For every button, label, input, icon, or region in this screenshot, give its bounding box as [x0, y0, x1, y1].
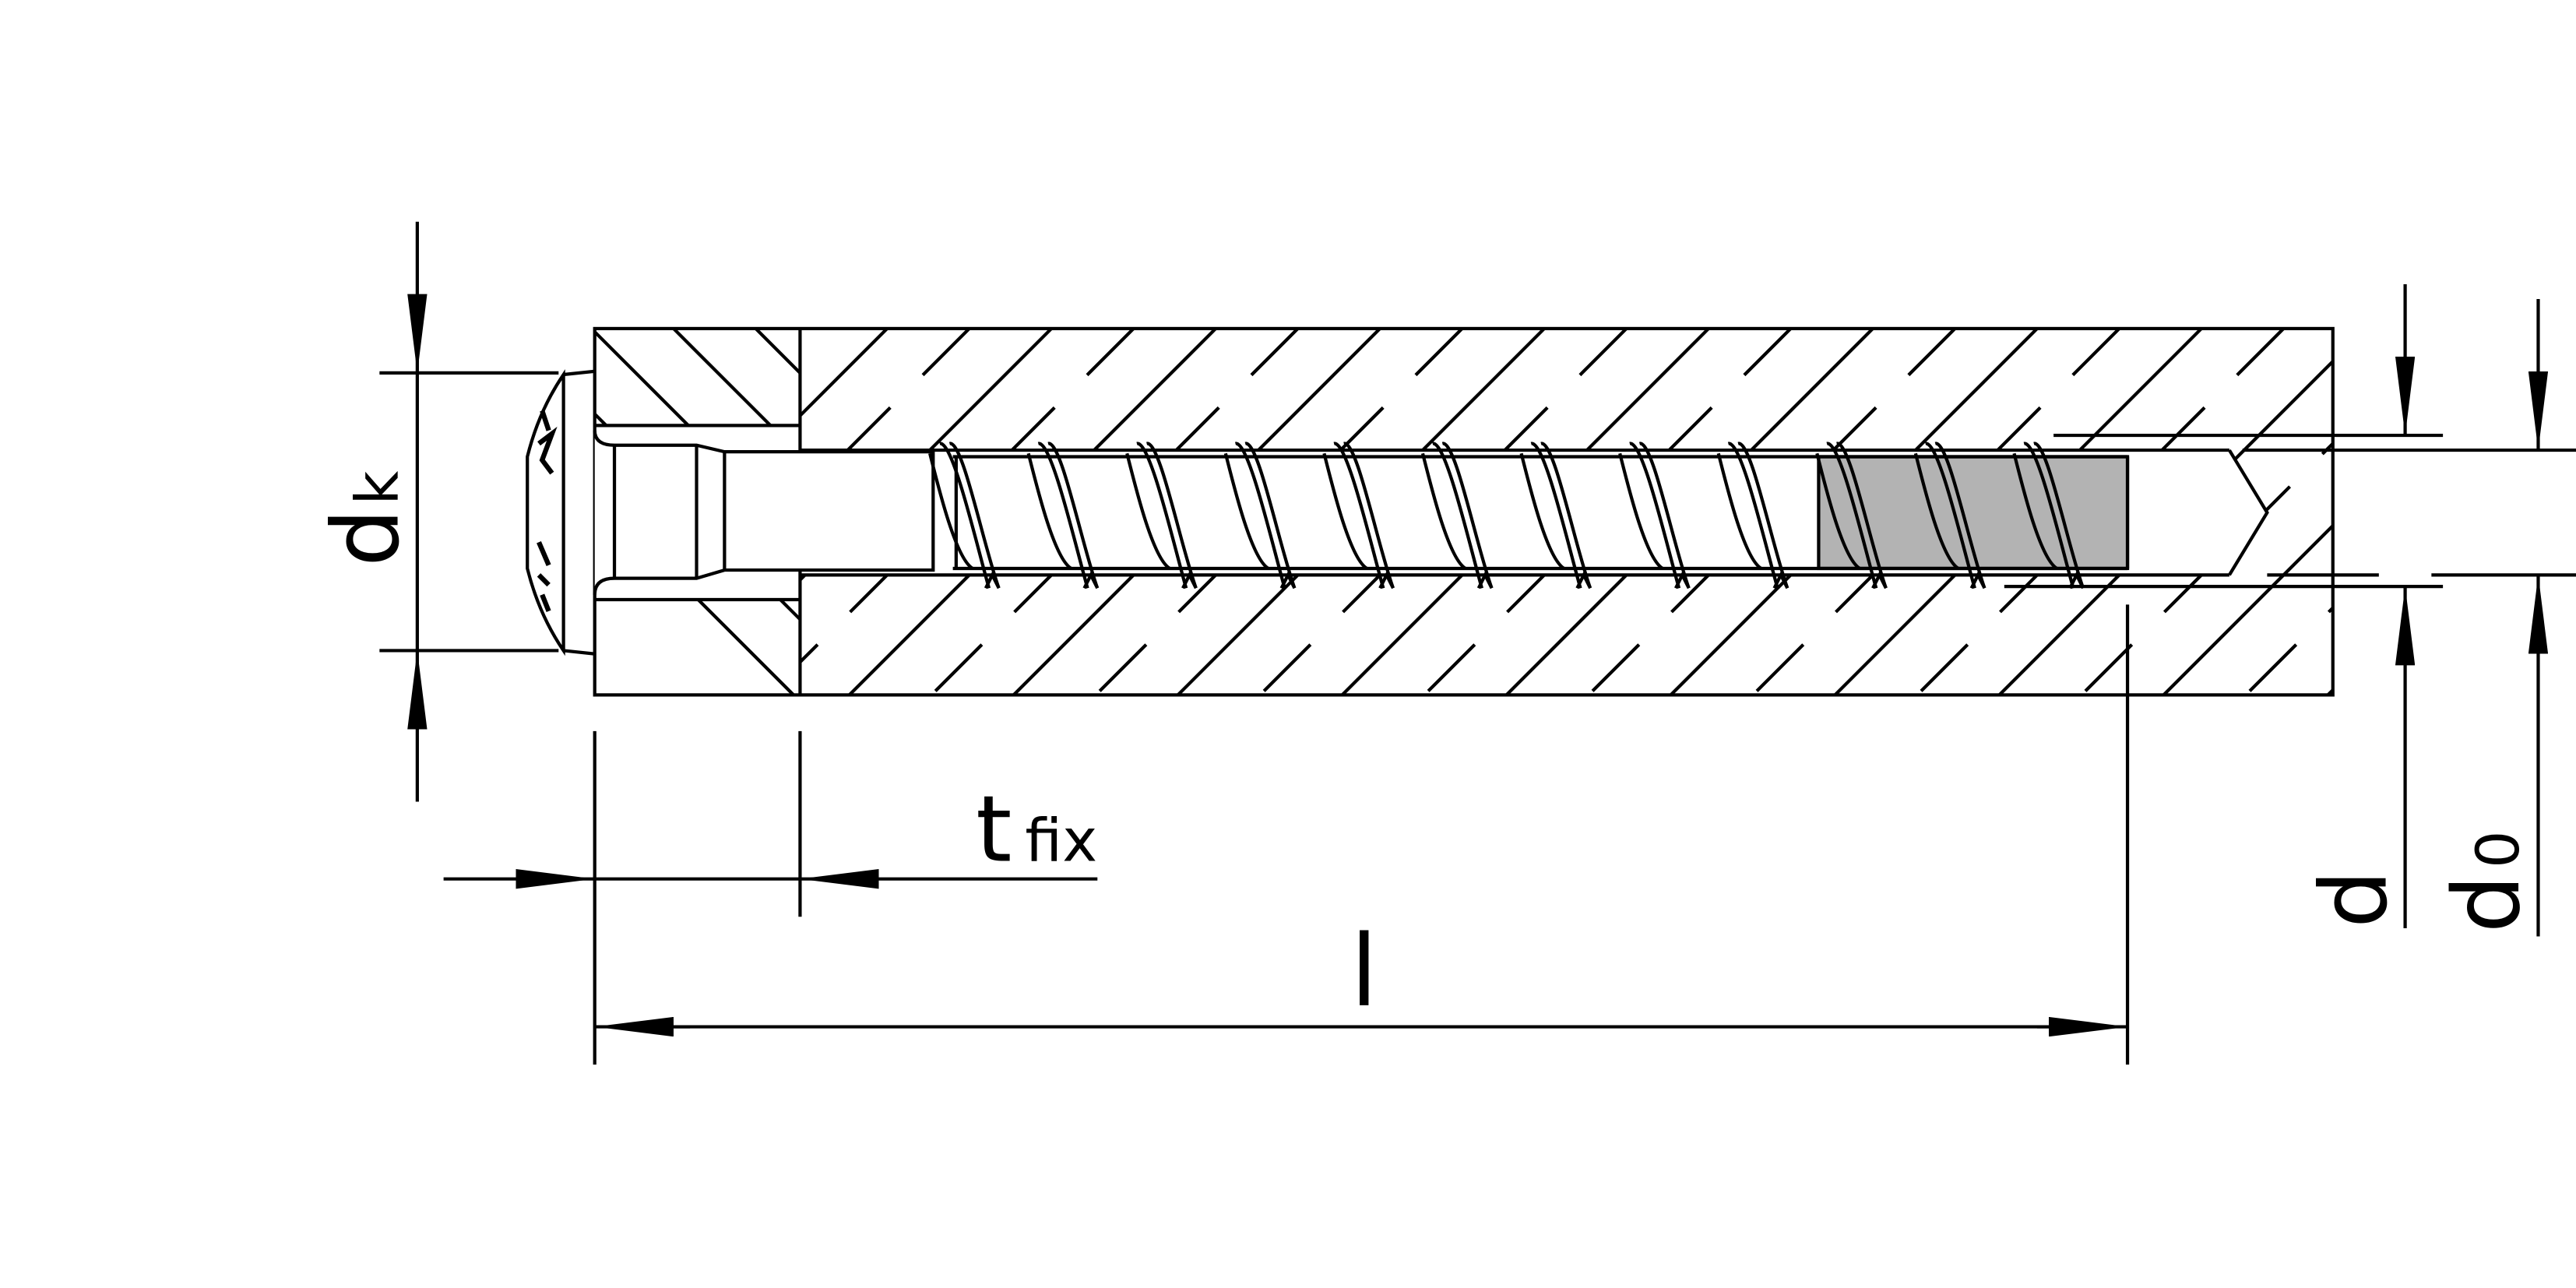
- thread-back-flank: [928, 452, 974, 570]
- base-hatch-dashed-line: [2244, 328, 2333, 695]
- thread-flank: [1530, 442, 1592, 589]
- thread-flank: [1727, 442, 1789, 589]
- thread-back-flank: [1618, 452, 1664, 570]
- d0-dimension: d0: [2242, 298, 2576, 937]
- screw-head: [526, 369, 565, 656]
- thread-back-flank: [1125, 452, 1171, 570]
- thread-flank: [2023, 442, 2085, 589]
- thread-back-flank: [1716, 452, 1762, 570]
- thread-flank: [1925, 442, 1987, 589]
- d-label: d: [2300, 870, 2407, 928]
- thread-back-flank: [1026, 452, 1072, 570]
- thread-flank: [1432, 442, 1494, 589]
- base-hatch-dashed-line: [1094, 328, 1464, 695]
- thread-back-flank: [1913, 452, 1960, 570]
- screw-shank: [593, 430, 935, 595]
- thread-flank: [1037, 442, 1100, 589]
- length-label: l: [1350, 914, 1378, 1029]
- thread-back-flank: [1322, 452, 1368, 570]
- base-hatch-dashed-line: [1258, 328, 1628, 695]
- base-hatch-line: [2162, 328, 2333, 695]
- thread-flank: [1234, 442, 1297, 589]
- dk-dimension: dk: [312, 221, 559, 802]
- d0-label: d0: [2433, 831, 2540, 934]
- thread-flank: [1629, 442, 1691, 589]
- drill-hole: [594, 424, 2269, 602]
- base-hatch-line: [800, 328, 889, 695]
- d-dimension: d: [2004, 283, 2444, 928]
- fixture-hatch-line: [672, 328, 801, 695]
- screw-thread: [928, 442, 2085, 589]
- thread-flank: [939, 442, 1001, 589]
- base-hatch-dashed-line: [2080, 328, 2333, 695]
- thread-back-flank: [2012, 452, 2058, 570]
- head-marking: [537, 410, 558, 612]
- thread-back-flank: [1420, 452, 1467, 570]
- thread-flank: [1333, 442, 1395, 589]
- thread-flank: [1136, 442, 1198, 589]
- screw-head-edge: [563, 369, 595, 656]
- length-dimension: l: [594, 604, 2130, 1065]
- thread-back-flank: [1815, 452, 1861, 570]
- thread-back-flank: [1223, 452, 1269, 570]
- thread-back-flank: [1519, 452, 1565, 570]
- shank-steps: [612, 445, 727, 579]
- base-hatch-line: [1341, 328, 1710, 695]
- thread-flank: [1826, 442, 1888, 589]
- dk-label: dk: [312, 471, 420, 567]
- base-hatch-dashed-line: [2410, 329, 2576, 695]
